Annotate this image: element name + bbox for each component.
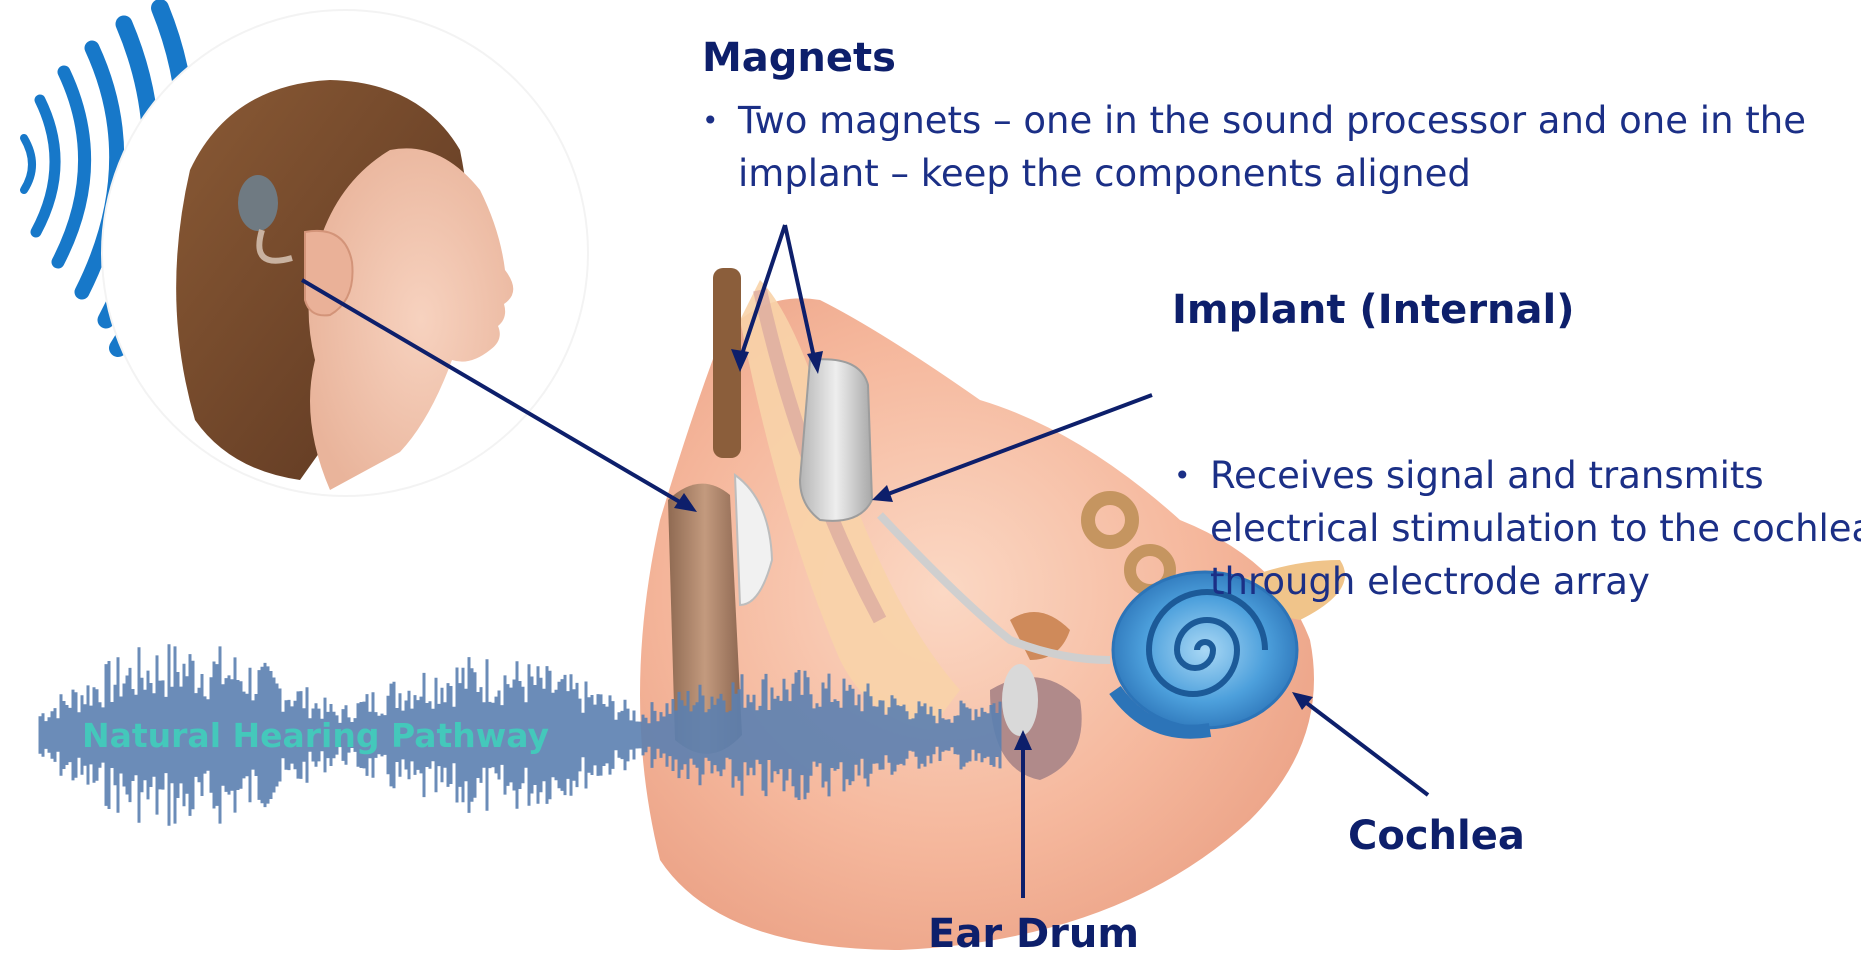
natural-hearing-pathway-label: Natural Hearing Pathway <box>82 716 549 756</box>
woman-profile-portrait <box>102 10 588 496</box>
magnets-heading: Magnets <box>702 34 896 82</box>
implant-description: Receives signal and transmits electrical… <box>1172 449 1861 608</box>
ear-drum-label: Ear Drum <box>928 910 1139 958</box>
magnets-description: Two magnets – one in the sound processor… <box>700 94 1858 200</box>
implant-heading: Implant (Internal) <box>1172 286 1575 334</box>
cochlea-label: Cochlea <box>1348 812 1525 860</box>
